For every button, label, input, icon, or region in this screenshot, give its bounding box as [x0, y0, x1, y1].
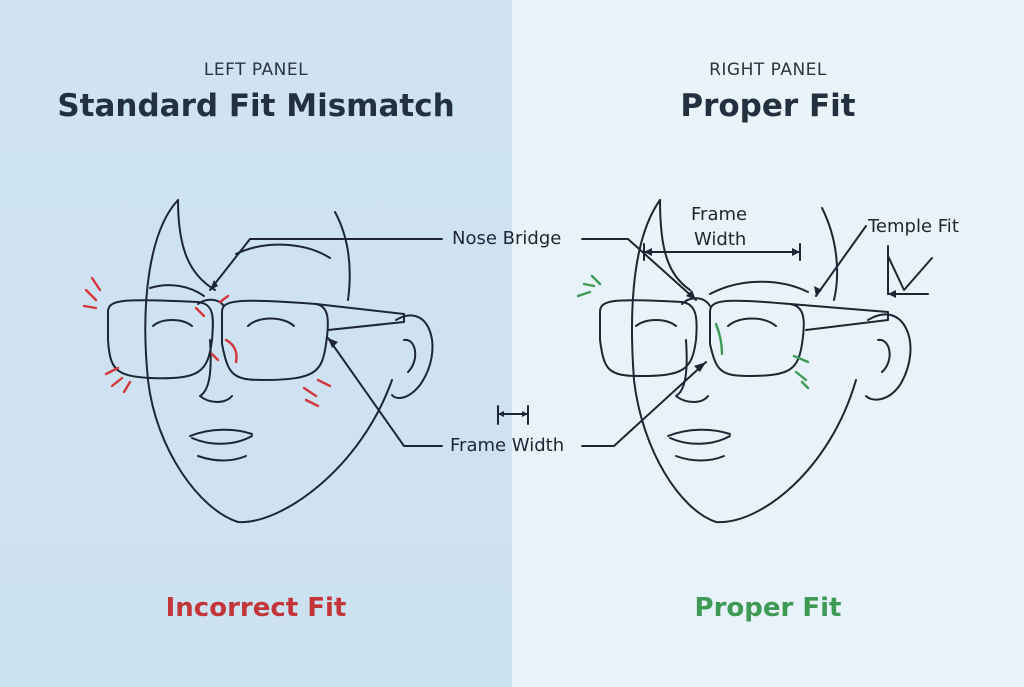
problem-marks — [82, 276, 332, 408]
temple-fit-label: Temple Fit — [868, 216, 959, 237]
right-eyes — [635, 317, 777, 327]
left-panel-kicker: LEFT PANEL — [203, 60, 309, 80]
left-panel-background — [0, 0, 512, 687]
right-glasses — [599, 297, 889, 377]
frame-width-top-label-line2: Width — [694, 229, 747, 250]
arrowheads — [210, 248, 896, 417]
frame-width-center-label: Frame Width — [450, 435, 565, 456]
right-panel-title: Proper Fit — [680, 88, 856, 124]
frame-width-leader — [327, 337, 707, 447]
left-face-outline — [144, 199, 434, 524]
good-marks — [576, 274, 810, 390]
left-panel-title: Standard Fit Mismatch — [57, 88, 455, 124]
left-glasses — [107, 298, 405, 381]
right-panel-background — [512, 0, 1024, 687]
right-face-outline — [630, 199, 912, 524]
right-panel-kicker: RIGHT PANEL — [709, 60, 827, 80]
frame-width-top-label-line1: Frame — [691, 204, 748, 225]
right-panel-verdict: Proper Fit — [694, 593, 842, 623]
left-panel-verdict: Incorrect Fit — [165, 593, 347, 623]
nose-bridge-leader — [209, 238, 697, 301]
left-eyes — [152, 317, 295, 327]
nose-bridge-label: Nose Bridge — [452, 228, 562, 249]
